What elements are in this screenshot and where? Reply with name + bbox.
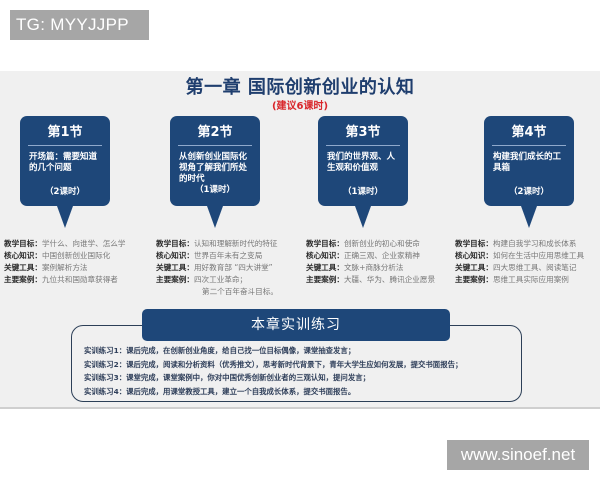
info-value: 文脉+商脉分析法 xyxy=(343,263,404,272)
section-1-info: 教学目标：学什么、向谁学、怎么学 核心知识：中国创新创业国际化 关键工具：案例解… xyxy=(4,238,126,286)
section-hours: （2课时） xyxy=(509,187,549,197)
chapter-title: 第一章 国际创新创业的认知 xyxy=(185,77,415,98)
watermark-bottom: www.sinoef.net xyxy=(447,440,589,470)
info-value: 创新创业的初心和使命 xyxy=(343,239,420,248)
info-label: 核心知识： xyxy=(156,251,194,260)
info-value: 如何在生活中应用思维工具 xyxy=(492,251,585,260)
info-value: 构建自我学习和成长体系 xyxy=(492,239,577,248)
section-hours: （2课时） xyxy=(45,187,85,197)
section-title: 第4节 xyxy=(511,125,547,140)
info-value: 世界百年未有之变局 xyxy=(193,251,263,260)
info-label: 核心知识： xyxy=(306,251,344,260)
info-value-continued: 第二个百年奋斗目标。 xyxy=(202,287,278,296)
info-label: 主要案例： xyxy=(4,275,42,284)
info-label: 教学目标： xyxy=(4,239,42,248)
info-value: 中国创新创业国际化 xyxy=(41,251,111,260)
info-label: 教学目标： xyxy=(455,239,493,248)
info-label: 教学目标： xyxy=(156,239,194,248)
divider xyxy=(28,145,102,146)
watermark-top: TG: MYYJJPP xyxy=(10,10,149,40)
section-description: 开场篇：需要知道的几个问题 xyxy=(29,152,98,173)
info-label: 核心知识： xyxy=(4,251,42,260)
info-value: 认知和理解新时代的特征 xyxy=(193,239,278,248)
section-description: 我们的世界观、人生观和价值观 xyxy=(327,152,396,173)
section-3-info: 教学目标：创新创业的初心和使命 核心知识：正确三观、企业家精神 关键工具：文脉+… xyxy=(306,238,435,286)
practice-list: 实训练习1：课后完成，在创新创业角度，给自己找一位目标偶像，课堂抽查发言； 实训… xyxy=(84,344,462,398)
info-label: 关键工具： xyxy=(455,263,493,272)
section-description: 构建我们成长的工具箱 xyxy=(493,152,562,173)
divider xyxy=(326,145,400,146)
info-value: 正确三观、企业家精神 xyxy=(343,251,420,260)
info-value: 案例解析方法 xyxy=(41,263,88,272)
divider xyxy=(492,145,566,146)
section-2-bubble: 第2节 从创新创业国际化视角了解我们所处的时代 （1课时） xyxy=(170,116,260,228)
section-title: 第1节 xyxy=(47,125,83,140)
section-title: 第3节 xyxy=(345,125,381,140)
info-value: 四次工业革命； xyxy=(193,275,248,284)
info-value: 大疆、华为、腾讯企业愿景 xyxy=(343,275,436,284)
practice-item: 实训练习3：课堂完成，课堂案例中，你对中国优秀创新创业者的三观认知，提问发言； xyxy=(84,373,370,382)
info-label: 主要案例： xyxy=(455,275,493,284)
practice-title: 本章实训练习 xyxy=(142,309,450,341)
section-description: 从创新创业国际化视角了解我们所处的时代 xyxy=(179,152,248,184)
info-value: 九位共和国勋章获得者 xyxy=(41,275,118,284)
info-label: 关键工具： xyxy=(156,263,194,272)
section-title: 第2节 xyxy=(197,125,233,140)
section-4-info: 教学目标：构建自我学习和成长体系 核心知识：如何在生活中应用思维工具 关键工具：… xyxy=(455,238,584,286)
section-hours: （1课时） xyxy=(195,185,235,195)
info-value: 学什么、向谁学、怎么学 xyxy=(41,239,126,248)
info-value: 四大思维工具、阅读笔记 xyxy=(492,263,577,272)
section-1-bubble: 第1节 开场篇：需要知道的几个问题 （2课时） xyxy=(20,116,110,228)
practice-item: 实训练习4：课后完成，用课堂教授工具，建立一个自我成长体系，提交书面报告。 xyxy=(84,386,356,396)
info-label: 主要案例： xyxy=(306,275,344,284)
info-label: 教学目标： xyxy=(306,239,344,248)
section-2-info: 教学目标：认知和理解新时代的特征 核心知识：世界百年未有之变局 关键工具：用好教… xyxy=(156,238,278,298)
info-label: 关键工具： xyxy=(306,263,344,272)
info-value: 思维工具实际应用案例 xyxy=(492,275,569,284)
info-label: 主要案例： xyxy=(156,275,194,284)
info-label: 核心知识： xyxy=(455,251,493,260)
section-4-bubble: 第4节 构建我们成长的工具箱 （2课时） xyxy=(484,116,574,228)
chapter-subtitle: (建议6课时) xyxy=(271,101,329,112)
info-value: 用好教育部 “四大讲堂” xyxy=(193,263,273,272)
section-3-bubble: 第3节 我们的世界观、人生观和价值观 （1课时） xyxy=(318,116,408,228)
info-label: 关键工具： xyxy=(4,263,42,272)
section-hours: （1课时） xyxy=(343,187,383,197)
divider xyxy=(178,145,252,146)
practice-item: 实训练习1：课后完成，在创新创业角度，给自己找一位目标偶像，课堂抽查发言； xyxy=(84,346,356,355)
practice-item: 实训练习2：课后完成，阅读和分析资料（优秀推文），思考新时代背景下，青年大学生应… xyxy=(84,359,463,369)
